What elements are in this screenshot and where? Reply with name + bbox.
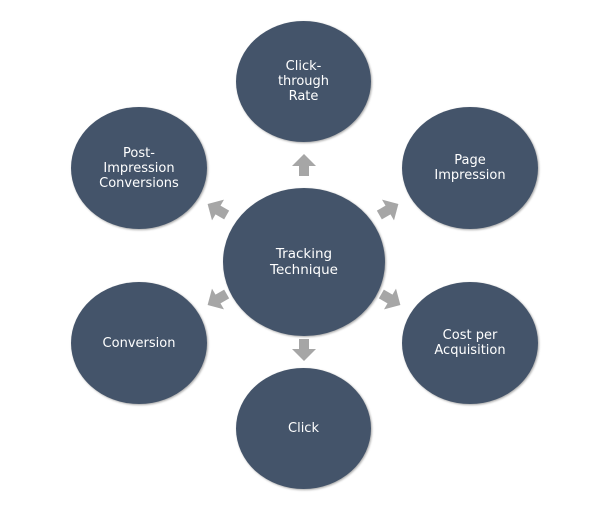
node-tracking-technique: Tracking Technique [223, 188, 385, 336]
node-post-impression-conversions: Post- Impression Conversions [71, 107, 207, 229]
center-label: Tracking Technique [270, 246, 338, 278]
arrow-lower-left-icon [204, 285, 232, 313]
node-label: Click- through Rate [277, 59, 330, 104]
node-click-through-rate: Click- through Rate [236, 21, 371, 142]
node-label: Post- Impression Conversions [99, 145, 179, 191]
arrow-down-icon [290, 335, 318, 363]
arrow-up-icon [290, 152, 318, 180]
node-label: Cost per Acquisition [434, 328, 506, 358]
node-page-impression: Page Impression [402, 107, 538, 229]
arrow-upper-left-icon [204, 196, 232, 224]
node-label: Conversion [102, 335, 176, 351]
node-cost-per-acquisition: Cost per Acquisition [402, 282, 538, 404]
node-label: Click [288, 421, 319, 436]
node-label: Page Impression [434, 153, 506, 183]
arrow-upper-right-icon [374, 196, 402, 224]
node-conversion: Conversion [71, 282, 207, 404]
node-click: Click [236, 368, 371, 489]
arrow-lower-right-icon [376, 285, 404, 313]
